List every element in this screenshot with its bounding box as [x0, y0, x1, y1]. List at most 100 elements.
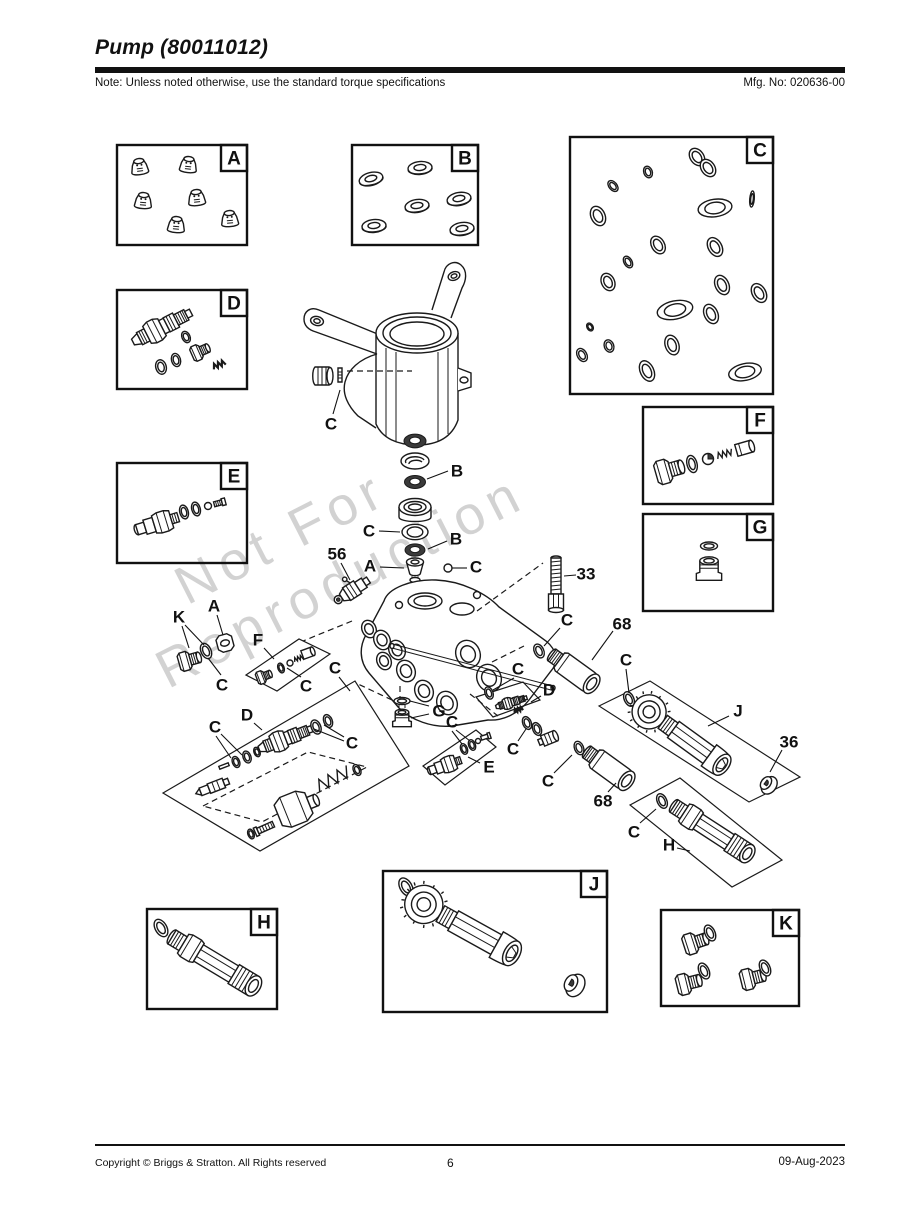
leader-line	[426, 470, 449, 480]
leader-line	[517, 728, 527, 742]
thermal-relief-valve-parts	[127, 301, 227, 377]
box-label-c: C	[753, 141, 767, 162]
o-ring-kit-parts	[573, 144, 771, 383]
fitting-kit-parts	[130, 498, 226, 542]
callout-C: C	[470, 558, 482, 577]
callout-C: C	[329, 659, 341, 678]
cup-seal	[399, 499, 431, 522]
plug-o-ring-parts	[695, 542, 723, 582]
leader-line	[286, 667, 302, 678]
box-label-j: J	[589, 875, 600, 896]
outlet-tube-parts	[150, 916, 267, 1001]
page-number: 6	[447, 1156, 454, 1170]
detail-box-g: G	[641, 512, 775, 613]
leader-line	[553, 754, 573, 774]
box-label-b: B	[458, 149, 472, 170]
leader-line	[253, 722, 263, 731]
box-label-g: G	[753, 518, 768, 539]
footer-rule	[95, 1144, 845, 1146]
leader-line	[323, 724, 345, 738]
leader-line	[313, 728, 345, 742]
copyright-text: Copyright © Briggs & Stratton. All Right…	[95, 1157, 327, 1169]
part-33-bolt	[549, 556, 564, 613]
leader-line	[467, 756, 481, 764]
manifold-block	[359, 580, 556, 726]
leader-line	[379, 566, 405, 569]
page-header: Pump (80011012) Note: Unless noted other…	[95, 36, 845, 89]
threaded-pin	[253, 820, 275, 836]
detail-box-j: J	[381, 869, 609, 1014]
callout-68: 68	[594, 792, 613, 811]
h-subassembly	[628, 777, 784, 888]
leader-line	[332, 389, 341, 415]
box-label-h: H	[257, 913, 271, 934]
leader-line	[563, 574, 577, 577]
leader-line	[216, 614, 224, 636]
detail-box-k: K	[659, 908, 801, 1008]
callout-K: K	[173, 608, 186, 627]
leader-line	[591, 630, 614, 661]
valve-a-part	[407, 558, 424, 583]
e-subassembly	[422, 729, 497, 786]
page-title: Pump (80011012)	[95, 36, 269, 59]
torque-note: Note: Unless noted otherwise, use the st…	[95, 77, 446, 89]
leader-line	[607, 782, 617, 793]
callout-D: D	[241, 706, 253, 725]
d-subassembly	[161, 680, 410, 852]
dashed-reference-lines	[302, 370, 544, 717]
pump-housing	[304, 263, 471, 445]
bolt-o-ring-parts	[673, 922, 774, 997]
leader-line	[676, 847, 691, 852]
k-bolt-group	[175, 633, 235, 673]
callout-C: C	[300, 677, 312, 696]
check-ball	[444, 564, 452, 572]
detail-box-d: D	[115, 288, 249, 391]
callout-F: F	[253, 631, 263, 650]
callout-C: C	[325, 415, 337, 434]
leader-line	[340, 562, 351, 581]
leader-line	[625, 668, 630, 694]
leader-line	[378, 530, 401, 533]
callout-G: G	[432, 702, 445, 721]
callout-D: D	[543, 681, 555, 700]
leader-line	[263, 647, 275, 660]
valve-seat-chain	[519, 714, 587, 757]
part-56-switch	[326, 567, 372, 608]
leader-line	[492, 677, 515, 691]
box-label-e: E	[228, 467, 241, 488]
detail-box-h: H	[145, 907, 279, 1011]
callout-C: C	[363, 522, 375, 541]
leader-line	[639, 808, 657, 824]
leader-line	[707, 715, 730, 727]
box-label-d: D	[227, 294, 241, 315]
callout-C: C	[628, 823, 640, 842]
seal-stack	[399, 433, 452, 583]
detail-box-b: B	[350, 143, 480, 247]
box-label-k: K	[779, 914, 793, 935]
callout-E: E	[483, 758, 494, 777]
box-label-a: A	[227, 149, 241, 170]
callout-C: C	[561, 611, 573, 630]
callout-B: B	[450, 530, 462, 549]
callout-C: C	[209, 718, 221, 737]
leader-line	[220, 733, 243, 756]
callout-H: H	[663, 836, 675, 855]
callout-C: C	[620, 651, 632, 670]
callout-36: 36	[780, 733, 799, 752]
callout-68: 68	[613, 615, 632, 634]
leader-line	[455, 729, 471, 742]
housing-pin	[338, 368, 342, 382]
box-label-f: F	[754, 411, 766, 432]
plug-spring-kit-parts	[651, 440, 756, 487]
callout-C: C	[446, 713, 458, 732]
leader-line	[409, 700, 430, 707]
f-subassembly	[244, 638, 332, 692]
revision-date: 09-Aug-2023	[778, 1156, 846, 1168]
inlet-tube-assembly-parts	[393, 873, 590, 1001]
callout-A: A	[364, 557, 376, 576]
leader-line	[181, 625, 190, 649]
unloader-nut	[272, 784, 324, 830]
